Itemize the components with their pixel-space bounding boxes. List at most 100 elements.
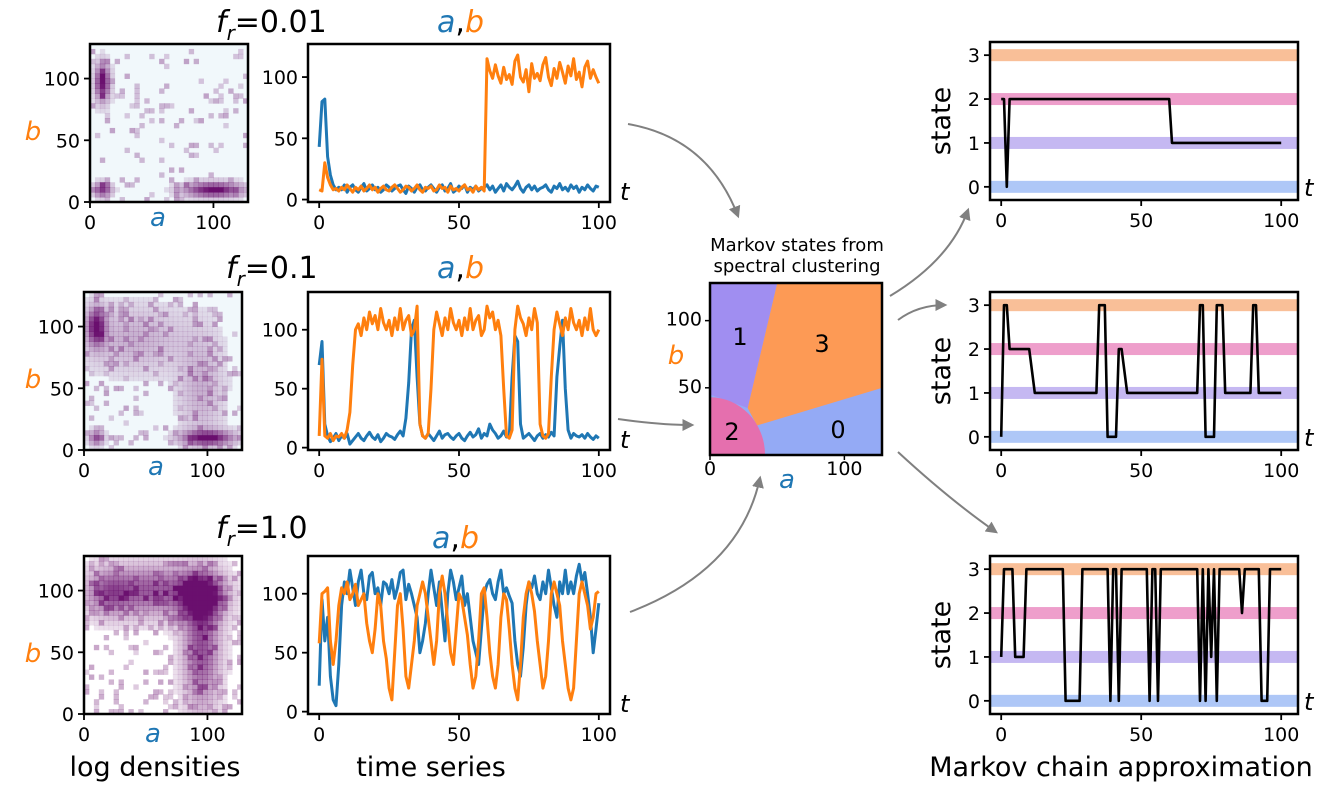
row3-density-cell: [108, 669, 115, 675]
row1-density-xtick-label: 100: [195, 212, 231, 234]
row3-density-cell: [222, 649, 228, 656]
row3-density-cell: [177, 679, 184, 685]
row2-density-cell: [197, 405, 203, 411]
row3-density-cell: [153, 689, 159, 695]
row2-density-cell: [197, 311, 203, 318]
row2-density-ytick-label: 100: [38, 317, 74, 339]
row2-density-cell: [113, 385, 119, 392]
row1-density-cell: [238, 192, 244, 198]
row3-density-cell: [217, 664, 223, 670]
row2-density-cell: [167, 316, 174, 323]
row2-density-cell: [88, 351, 95, 357]
row1-density-cell: [134, 93, 140, 99]
row2-density-cell: [207, 385, 213, 392]
row2-density-cell: [237, 430, 243, 436]
row3-density-cell: [163, 699, 169, 705]
row1-density-cell: [193, 152, 200, 158]
row2-density-cell: [177, 410, 184, 416]
row2-density-cell: [88, 366, 95, 372]
row1-density-cell: [119, 88, 125, 94]
row3-density-cell: [113, 610, 119, 616]
row3-density-cell: [148, 575, 154, 582]
row3-density-cell: [182, 570, 189, 577]
row3-density-cell: [98, 590, 105, 596]
row1-density-cell: [198, 192, 204, 198]
row2-density-cell: [128, 371, 134, 377]
row3-density-cell: [123, 560, 129, 567]
row3-density-cell: [158, 620, 164, 626]
row2-density-cell: [123, 336, 129, 342]
arrow-clustering-to-markov1: [889, 207, 971, 297]
row2-density-cell: [133, 366, 139, 372]
row3-density-cell: [197, 620, 203, 626]
row1-series-ytick-label: 0: [286, 190, 298, 212]
row3-density-cell: [237, 635, 243, 641]
row3-density-cell: [128, 644, 134, 651]
row3-density-cell: [192, 704, 198, 710]
row2-density-cell: [163, 311, 169, 318]
row2-density-cell: [182, 430, 189, 436]
row1-density-cell: [104, 197, 111, 203]
row3-density-cell: [158, 610, 164, 616]
row2-series-ytick-label: 0: [286, 438, 298, 460]
row3-density-cell: [98, 560, 105, 567]
row3-density-cell: [222, 704, 228, 710]
row2-density-cell: [182, 440, 189, 446]
row3-density-cell: [207, 659, 213, 666]
row3-density-cell: [167, 595, 174, 601]
row3-markov-ylabel: state: [926, 601, 957, 669]
row3-density-cell: [93, 556, 100, 562]
row2-density-cell: [187, 405, 194, 411]
row2-density-cell: [192, 341, 198, 347]
row3-density-frame: [82, 554, 244, 716]
row1-density-ytick-label: 0: [68, 192, 80, 214]
row2-density-cell: [128, 336, 134, 342]
row2-density-xtick-label: 0: [78, 460, 90, 482]
row2-density-cell: [197, 430, 203, 436]
row3-density-cell: [138, 575, 144, 582]
row3-density-cell: [84, 605, 90, 611]
row1-density-cell: [218, 98, 224, 104]
row3-density-cell: [217, 565, 223, 572]
row1-density-cell: [223, 123, 229, 129]
row3-density-cell: [222, 580, 228, 587]
row2-density-cell: [158, 311, 164, 318]
row2-density-cell: [123, 375, 129, 382]
row2-density-cell: [88, 346, 95, 352]
row2-markov-ytick-label: 2: [968, 339, 980, 361]
row3-density-cell: [177, 565, 184, 572]
row3-density-cell: [202, 585, 208, 591]
row3-density-cell: [163, 560, 169, 567]
row3-density-cell: [167, 570, 174, 577]
row2-density-cell: [182, 380, 189, 387]
row3-density-cell: [172, 630, 179, 636]
row3-density-cell: [138, 600, 144, 606]
row3-density-cell: [187, 565, 194, 572]
row3-density-cell: [177, 570, 184, 577]
row2-density-cell: [88, 400, 95, 406]
row1-title-f-sub: r: [227, 21, 237, 45]
row1-density-cell: [193, 197, 200, 203]
row2-density-cell: [108, 326, 115, 332]
row2-density-cell: [148, 341, 154, 347]
row3-density-cell: [148, 625, 154, 631]
row3-density-cell: [197, 560, 203, 567]
caption-markov-chain: Markov chain approximation: [929, 752, 1312, 783]
row1-density-cell: [238, 177, 244, 183]
row2-density-cell: [133, 410, 139, 416]
row2-density-cell: [103, 316, 110, 323]
row3-density-cell: [118, 620, 124, 626]
row3-density-cell: [232, 610, 238, 616]
row2-density-cell: [182, 395, 189, 402]
row2-density-cell: [212, 375, 218, 382]
row2-density-cell: [153, 326, 159, 332]
row2-density-cell: [182, 390, 189, 397]
row2-density-cell: [217, 311, 223, 318]
row2-density-cell: [217, 375, 223, 382]
row1-density-cell: [213, 177, 219, 183]
row2-density-cell: [98, 361, 105, 367]
row2-density-cell: [123, 306, 129, 313]
row2-density-cell: [148, 331, 154, 337]
row1-markov-frame: [988, 40, 1300, 202]
